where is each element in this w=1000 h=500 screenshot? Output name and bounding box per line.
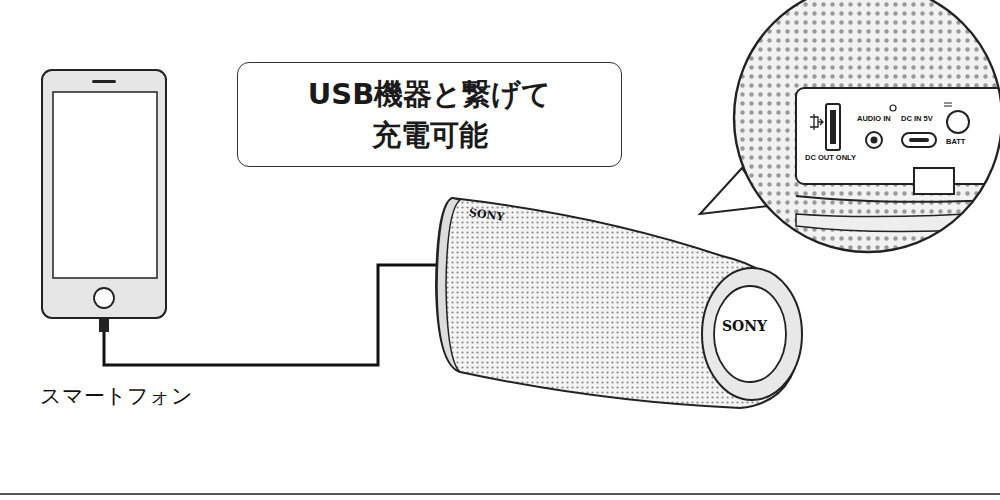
brand-logo: SONY [722,318,767,334]
usb-cable [104,265,440,365]
port-label: DC IN 5V [900,114,934,123]
caption-text: USB機器と繋げて 充電可能 [280,74,580,154]
port-label: AUDIO IN [856,114,892,123]
port-label: DC OUT ONLY [804,153,857,162]
device-label: スマートフォン [40,382,193,410]
speaker [436,198,802,408]
magnified-view [734,0,1000,252]
smartphone [42,70,166,332]
port-label: BATT [945,137,966,146]
bottom-rule [0,493,1000,495]
callout-box: USB機器と繋げて 充電可能 [237,62,622,167]
